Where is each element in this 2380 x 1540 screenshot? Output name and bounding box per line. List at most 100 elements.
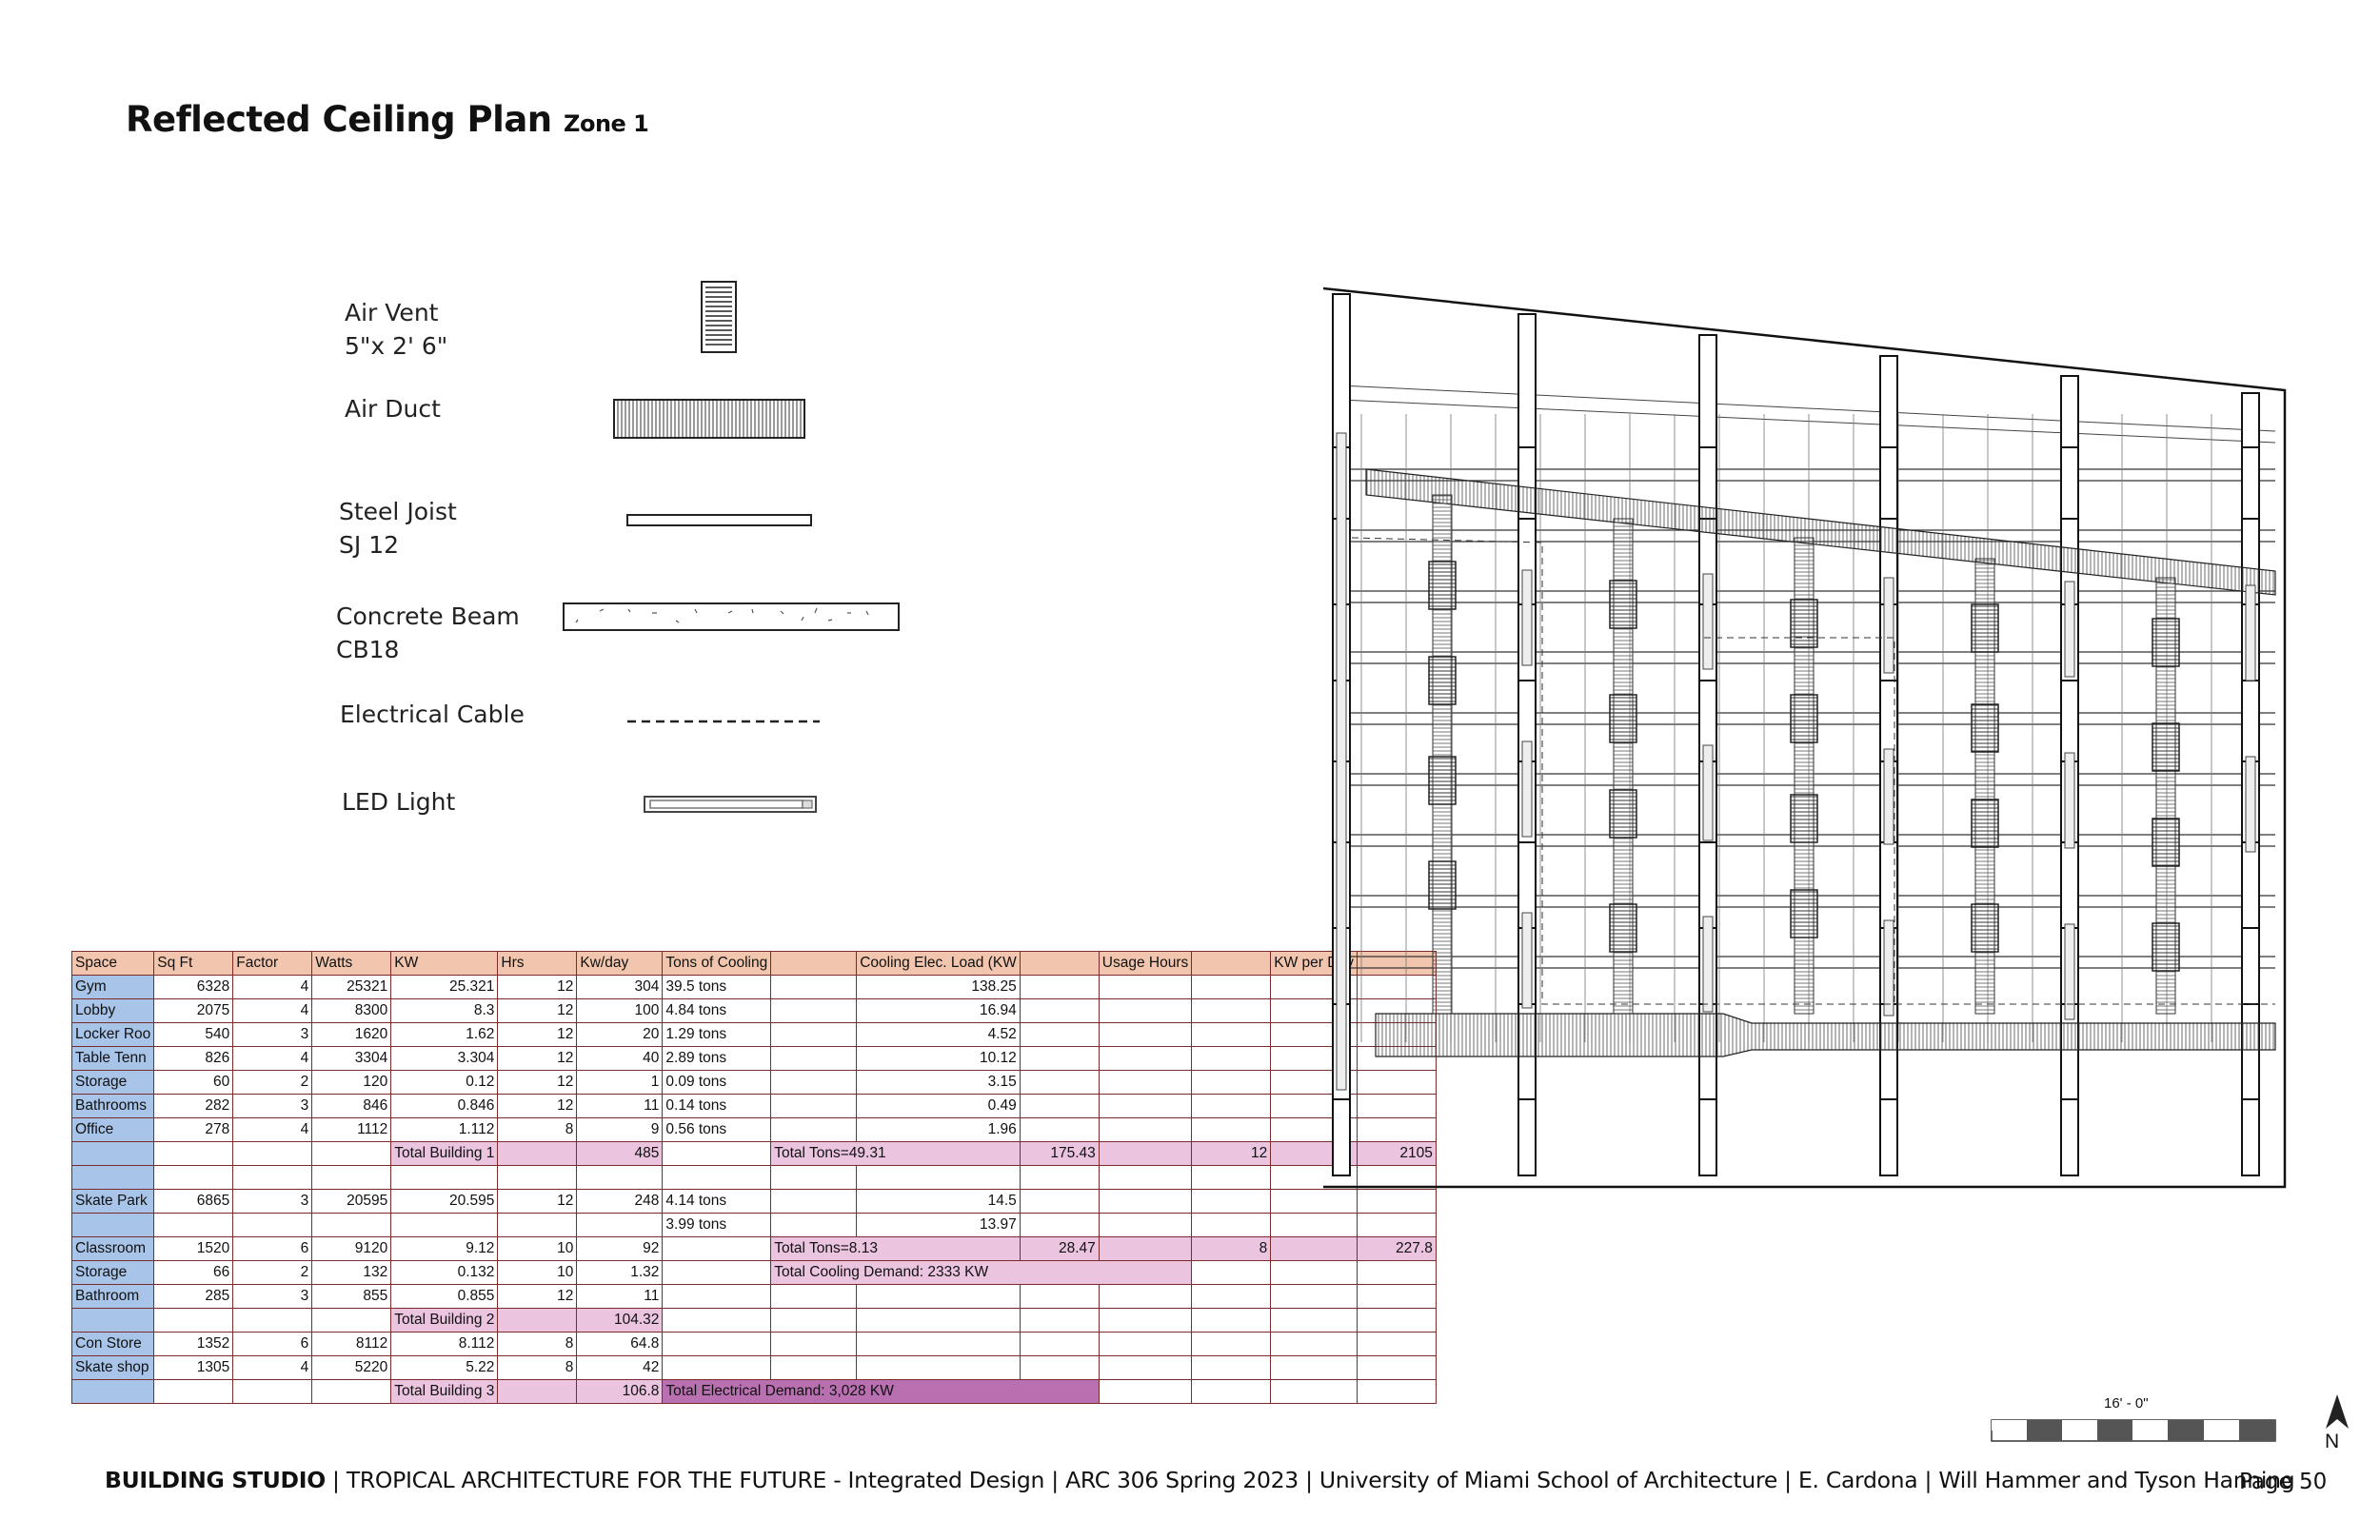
table-cell: 9.12: [390, 1235, 499, 1261]
roof-edge-line: [1339, 385, 2276, 432]
table-cell: 282: [153, 1094, 234, 1118]
table-cell: [1098, 1188, 1193, 1214]
table-cell: [770, 975, 858, 999]
air-vent: [1609, 694, 1637, 743]
table-cell: 13.97: [856, 1212, 1021, 1237]
table-cell: 3: [232, 1022, 313, 1047]
table-cell: [1191, 1307, 1272, 1333]
table-cell: Total Building 1: [390, 1141, 499, 1166]
led-light: [2064, 752, 2075, 849]
table-cell: 14.5: [856, 1188, 1021, 1214]
table-cell: [662, 1307, 772, 1333]
table-cell: 1.96: [856, 1117, 1021, 1142]
table-cell: 6865: [153, 1188, 234, 1214]
table-cell: 826: [153, 1046, 234, 1071]
table-cell: [1191, 1117, 1272, 1142]
table-cell: [662, 1331, 772, 1356]
footer: BUILDING STUDIO | TROPICAL ARCHITECTURE …: [105, 1467, 2295, 1493]
table-cell: [1019, 1022, 1100, 1047]
table-cell: [311, 1212, 392, 1237]
air-vent: [1790, 694, 1818, 743]
table-header-cell: Hrs: [497, 951, 578, 976]
table-cell: 4.84 tons: [662, 998, 772, 1023]
table-cell: 4.52: [856, 1022, 1021, 1047]
air-vent: [2152, 818, 2180, 867]
space-cell: [70, 1165, 155, 1190]
supply-duct-diagonal: [1365, 468, 2276, 596]
table-cell: [1356, 1212, 1437, 1237]
air-vent: [1428, 860, 1457, 910]
table-cell: [1270, 1283, 1358, 1309]
table-cell: 4: [232, 998, 313, 1023]
table-cell: 8.112: [390, 1331, 499, 1356]
table-cell: 25.321: [390, 975, 499, 999]
table-cell: [856, 1165, 1021, 1190]
table-cell: [311, 1165, 392, 1190]
table-cell: [1356, 1259, 1437, 1285]
table-cell: 16.94: [856, 998, 1021, 1023]
table-cell: [576, 1212, 664, 1237]
table-cell: [232, 1165, 313, 1190]
table-cell: [1191, 1354, 1272, 1380]
led-light: [1702, 744, 1714, 841]
table-cell: [1098, 1141, 1193, 1166]
led-light: [1883, 748, 1894, 845]
table-cell: [232, 1378, 313, 1404]
led-light: [1336, 432, 1347, 1091]
table-cell: [662, 1259, 772, 1285]
table-cell: [1191, 1070, 1272, 1095]
table-cell: [1019, 975, 1100, 999]
led-light-icon: [644, 796, 817, 813]
air-vent: [1428, 561, 1457, 610]
table-cell: Total Tons=8.13: [770, 1235, 1021, 1261]
table-cell: [1191, 1212, 1272, 1237]
table-cell: 12: [497, 975, 578, 999]
air-vent: [2152, 618, 2180, 667]
table-cell: [662, 1283, 772, 1309]
table-header-cell: Sq Ft: [153, 951, 234, 976]
table-cell: [1356, 1283, 1437, 1309]
table-cell: 285: [153, 1283, 234, 1309]
air-duct-icon: [613, 399, 805, 439]
table-cell: 40: [576, 1046, 664, 1071]
page-title: Reflected Ceiling Plan Zone 1: [126, 99, 649, 140]
table-cell: [1019, 1165, 1100, 1190]
table-cell: 2075: [153, 998, 234, 1023]
space-cell: Skate shop: [70, 1354, 155, 1380]
space-cell: [70, 1378, 155, 1404]
scale-label: 16' - 0": [2104, 1395, 2149, 1412]
north-label: N: [2325, 1431, 2340, 1452]
table-cell: [1356, 975, 1437, 999]
table-cell: 3.304: [390, 1046, 499, 1071]
table-cell: [232, 1141, 313, 1166]
reflected-ceiling-plan-drawing: [1323, 286, 2287, 1189]
table-cell: [770, 998, 858, 1023]
table-cell: 10: [497, 1235, 578, 1261]
table-cell: [1019, 1046, 1100, 1071]
table-cell: 0.12: [390, 1070, 499, 1095]
air-vent: [2152, 722, 2180, 772]
table-cell: 4: [232, 1354, 313, 1380]
table-header-cell: [1356, 951, 1437, 976]
table-cell: 2: [232, 1070, 313, 1095]
led-light: [1883, 577, 1894, 674]
table-cell: [1019, 1307, 1100, 1333]
led-light: [1521, 912, 1533, 1009]
table-header-cell: Tons of Cooling: [662, 951, 772, 976]
table-cell: 4: [232, 1046, 313, 1071]
table-cell: 2: [232, 1259, 313, 1285]
table-cell: 2105: [1356, 1141, 1437, 1166]
table-cell: Total Building 2: [390, 1307, 499, 1333]
table-cell: [497, 1212, 578, 1237]
table-cell: [770, 1188, 858, 1214]
table-cell: 60: [153, 1070, 234, 1095]
